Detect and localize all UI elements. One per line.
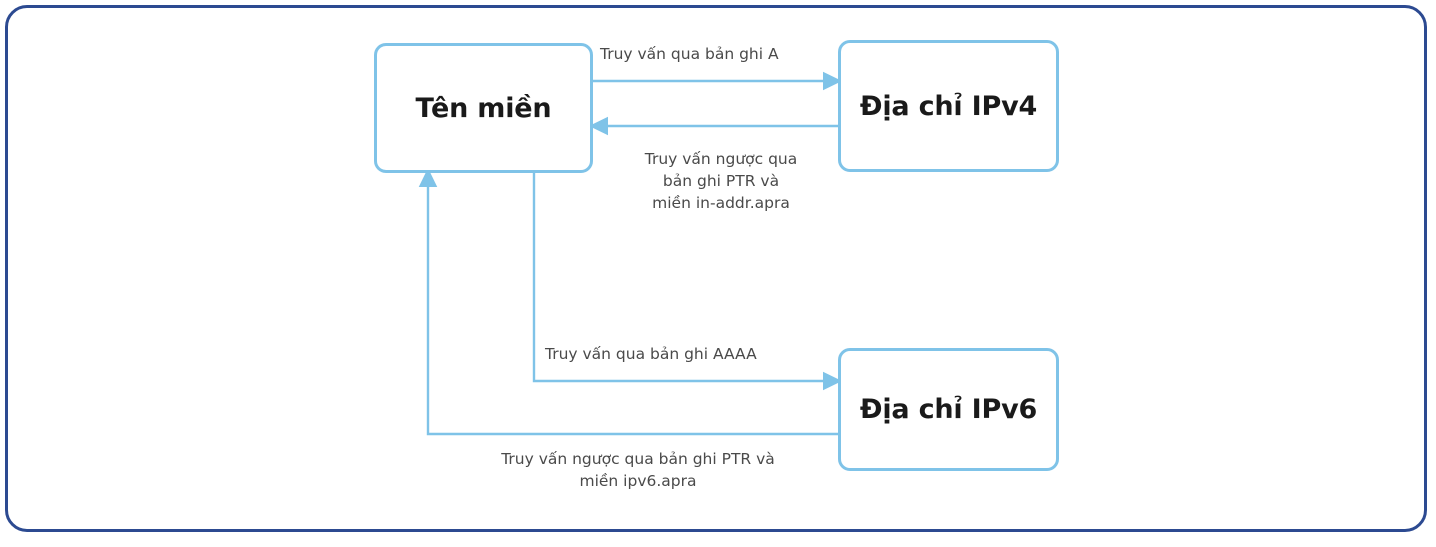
outer-frame bbox=[5, 5, 1427, 532]
node-ipv4[interactable]: Địa chỉ IPv4 bbox=[838, 40, 1059, 172]
edge-label-domain-to-ipv6: Truy vấn qua bản ghi AAAA bbox=[545, 345, 757, 363]
node-domain-label: Tên miền bbox=[415, 92, 552, 124]
node-domain[interactable]: Tên miền bbox=[374, 43, 593, 173]
edge-label-ipv6-to-domain: Truy vấn ngược qua bản ghi PTR và miền i… bbox=[501, 450, 775, 490]
node-ipv6-label: Địa chỉ IPv6 bbox=[859, 394, 1038, 425]
node-ipv4-label: Địa chỉ IPv4 bbox=[859, 90, 1038, 122]
edge-label-ipv4-to-domain: Truy vấn ngược qua bản ghi PTR và miền i… bbox=[644, 150, 798, 212]
edge-label-domain-to-ipv4: Truy vấn qua bản ghi A bbox=[600, 45, 779, 63]
node-ipv6[interactable]: Địa chỉ IPv6 bbox=[838, 348, 1059, 471]
